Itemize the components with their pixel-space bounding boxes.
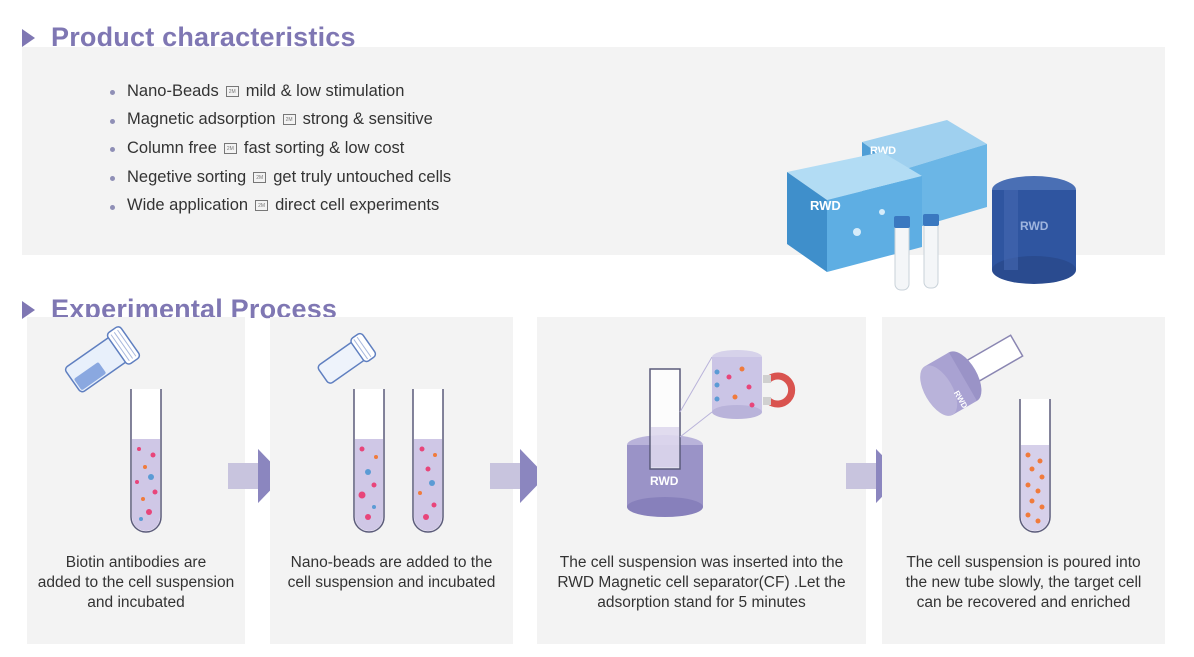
triangle-bullet-icon xyxy=(22,300,35,319)
brand-label: RWD xyxy=(1020,219,1049,233)
separator-glyph: 2M xyxy=(253,171,267,183)
feature-benefit: strong & sensitive xyxy=(302,110,433,129)
process-step-3: RWD The cell suspension was inserted int… xyxy=(537,317,866,644)
feature-item: Magnetic adsorption 2M strong & sensitive xyxy=(110,106,451,135)
triangle-bullet-icon xyxy=(22,28,35,47)
feature-benefit: mild & low stimulation xyxy=(245,81,405,100)
feature-name: Nano-Beads xyxy=(127,81,219,100)
separator-glyph: 2M xyxy=(255,200,269,212)
antibody-vial-and-tube-illustration xyxy=(64,326,162,533)
brand-label: RWD xyxy=(650,474,679,488)
feature-item: Negetive sorting 2M get truly untouched ce… xyxy=(110,163,451,192)
flow-arrow-icon xyxy=(490,449,546,503)
feature-benefit: fast sorting & low cost xyxy=(243,138,405,157)
process-step-1: Biotin antibodies are added to the cell … xyxy=(27,317,245,644)
process-step-4: RWD The cell suspension is poured into t… xyxy=(882,317,1165,644)
bullet-dot-icon xyxy=(110,118,115,124)
product-kit-image: RWD RWD RWD xyxy=(787,120,1076,291)
feature-item: Wide application 2M direct cell experiment… xyxy=(110,191,451,220)
feature-name: Column free xyxy=(127,138,217,157)
feature-item: Column free 2M fast sorting & low cost xyxy=(110,134,451,163)
feature-benefit: get truly untouched cells xyxy=(273,167,452,186)
feature-item: Nano-Beads 2M mild & low stimulation xyxy=(110,77,451,106)
separator-glyph: 2M xyxy=(223,142,237,154)
feature-name: Negetive sorting xyxy=(127,167,247,186)
step-caption: Biotin antibodies are added to the cell … xyxy=(37,554,235,611)
feature-name: Wide application xyxy=(127,196,249,215)
pour-into-tube-illustration: RWD xyxy=(920,334,1051,533)
step-caption: Nano-beads are added to the cell suspens… xyxy=(287,554,496,591)
bullet-dot-icon xyxy=(110,147,115,153)
feature-list: Nano-Beads 2M mild & low stimulation Magne… xyxy=(110,77,451,220)
magnetic-separator-illustration: RWD xyxy=(627,350,796,517)
bullet-dot-icon xyxy=(110,204,115,210)
step-caption: The cell suspension was inserted into th… xyxy=(557,554,846,611)
separator-glyph: 2M xyxy=(282,114,296,126)
feature-name: Magnetic adsorption xyxy=(127,110,276,129)
step-caption: The cell suspension is poured into the n… xyxy=(905,554,1142,611)
bullet-dot-icon xyxy=(110,176,115,182)
feature-benefit: direct cell experiments xyxy=(275,196,440,215)
nanobead-vial-and-tubes-illustration xyxy=(317,332,444,533)
features-panel: Nano-Beads 2M mild & low stimulation Magne… xyxy=(22,47,1165,291)
bullet-dot-icon xyxy=(110,90,115,96)
separator-glyph: 2M xyxy=(225,85,239,97)
process-step-2: Nano-beads are added to the cell suspens… xyxy=(270,317,513,644)
brand-label: RWD xyxy=(810,198,841,213)
